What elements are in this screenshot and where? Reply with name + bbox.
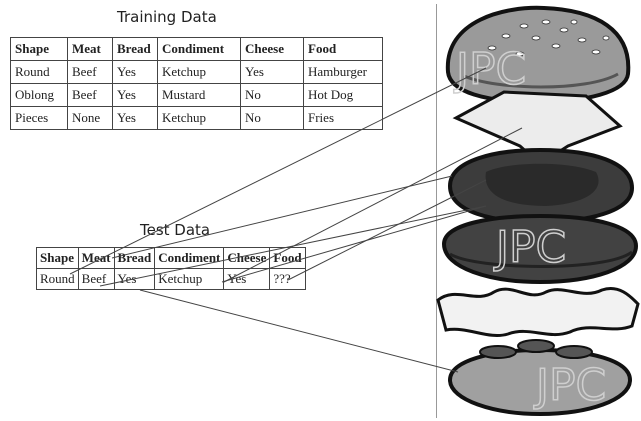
test-data-title: Test Data [140, 221, 211, 239]
cell-condiment: Mustard [157, 83, 241, 107]
cell-meat: Beef [77, 268, 115, 290]
connector-cheese-to-patty [287, 179, 487, 281]
cell-cheese: Yes [223, 268, 271, 290]
training-data-table: Shape Meat Bread Condiment Cheese Food R… [10, 37, 383, 130]
training-data-title: Training Data [117, 8, 217, 26]
cell-condiment: Ketchup [157, 106, 241, 130]
cell-food: ??? [269, 268, 306, 290]
cell-bread: Yes [112, 106, 158, 130]
header-bread: Bread [113, 247, 156, 269]
connector-bread-to-top-bun [111, 175, 453, 259]
cell-meat: None [67, 106, 113, 130]
cell-condiment: Ketchup [154, 268, 225, 290]
header-condiment: Condiment [157, 37, 241, 61]
test-data-table: Shape Meat Bread Condiment Cheese Food R… [36, 247, 306, 290]
cell-cheese: Yes [240, 60, 304, 84]
cell-shape: Pieces [10, 106, 68, 130]
burger-illustration-frame [436, 4, 633, 418]
cell-food: Hamburger [303, 60, 383, 84]
header-shape: Shape [10, 37, 68, 61]
test-header-row: Shape Meat Bread Condiment Cheese Food [36, 247, 306, 269]
connector-condiment-to-cheese [223, 127, 523, 283]
connector-condiment-to-patty [221, 205, 487, 283]
cell-shape: Round [10, 60, 68, 84]
burger-illustration: JPC JPC JPC [436, 5, 640, 417]
cell-shape: Round [36, 268, 79, 290]
cell-cheese: No [240, 106, 304, 130]
table-row: Pieces None Yes Ketchup No Fries [10, 106, 383, 130]
watermark-bottom: JPC [533, 360, 606, 411]
watermark-top: JPC [453, 44, 526, 95]
cell-condiment: Ketchup [157, 60, 241, 84]
bottom-patty-icon [441, 213, 639, 285]
cell-meat: Beef [67, 83, 113, 107]
lettuce-icon [436, 287, 640, 337]
training-header-row: Shape Meat Bread Condiment Cheese Food [10, 37, 383, 61]
connector-bread-to-bottom-bun [139, 289, 459, 373]
cell-meat: Beef [67, 60, 113, 84]
connector-shape-to-top-bun [69, 67, 487, 275]
watermark-mid: JPC [493, 222, 566, 273]
bottom-bun-icon [447, 339, 633, 417]
header-bread: Bread [112, 37, 158, 61]
